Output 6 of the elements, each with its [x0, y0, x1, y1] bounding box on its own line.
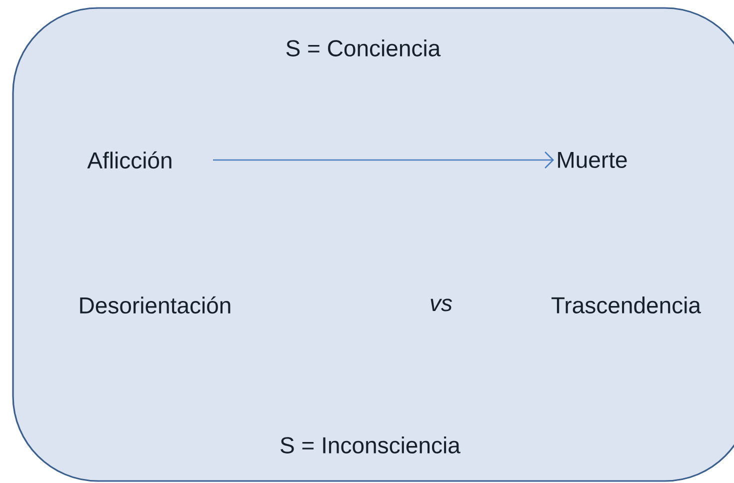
- term-text: Aflicción: [87, 151, 172, 169]
- arrow: [213, 152, 554, 168]
- label-text: vs: [430, 298, 452, 312]
- term-text: Muerte: [558, 152, 627, 168]
- label-text: Desorientación: [80, 296, 230, 314]
- label-text: Trascendencia: [552, 296, 701, 314]
